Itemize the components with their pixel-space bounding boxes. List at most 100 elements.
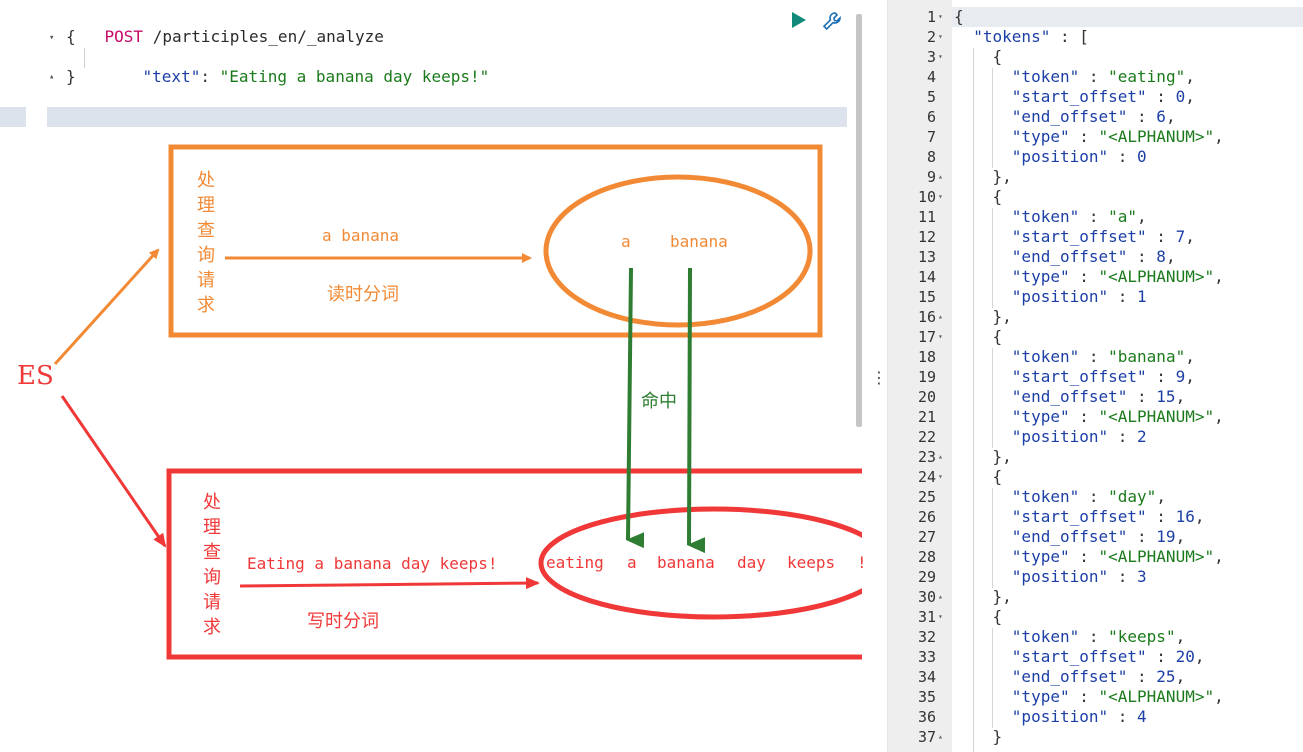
play-icon[interactable]	[790, 11, 808, 29]
fold-open-icon[interactable]: ▾	[938, 472, 943, 481]
line-number: 14	[917, 268, 936, 286]
line-number: 31	[917, 608, 936, 626]
write-request-char: 处	[203, 492, 221, 513]
response-line: "type" : "<ALPHANUM>",	[1011, 407, 1224, 426]
request-body-key: "text"	[142, 67, 201, 86]
fold-close-icon[interactable]: ▴	[938, 732, 943, 741]
wrench-icon[interactable]	[821, 10, 843, 32]
fold-close-icon[interactable]: ▴	[938, 452, 943, 461]
line-number: 37	[917, 728, 936, 746]
response-line: "start_offset" : 20,	[1011, 647, 1205, 666]
query-request-label: 处理查询请求	[197, 168, 217, 318]
response-line: "type" : "<ALPHANUM>",	[1011, 687, 1224, 706]
line-number: 27	[917, 528, 936, 546]
response-line: "start_offset" : 9,	[1011, 367, 1195, 386]
query-request-char: 理	[197, 195, 215, 216]
line-number: 22	[917, 428, 936, 446]
line-number: 8	[926, 148, 936, 166]
hit-arrow-banana	[687, 267, 706, 554]
response-line: },	[954, 307, 1012, 326]
response-line: "token" : "keeps",	[1011, 627, 1186, 646]
line-number: 20	[917, 388, 936, 406]
response-line: {	[954, 187, 1003, 206]
query-request-char: 请	[197, 270, 215, 291]
line-number: 32	[917, 628, 936, 646]
line-number: 12	[917, 228, 936, 246]
query-box	[168, 144, 823, 338]
line-number: 26	[917, 508, 936, 526]
response-line: }	[954, 727, 1003, 746]
request-path: /participles_en/_analyze	[152, 27, 384, 46]
request-line-body[interactable]: "text": "Eating a banana day keeps!"	[104, 47, 490, 107]
es-to-query-arrow	[53, 248, 160, 366]
write-box	[166, 468, 862, 660]
fold-open-icon[interactable]: ▾	[938, 192, 943, 201]
line-number: 13	[917, 248, 936, 266]
response-line: },	[954, 587, 1012, 606]
request-separator-left	[0, 107, 26, 127]
response-line: "start_offset" : 7,	[1011, 227, 1195, 246]
query-request-char: 查	[197, 220, 215, 241]
write-request-char: 询	[203, 567, 221, 588]
write-arrow	[239, 577, 540, 590]
response-panel[interactable]: 1▾{2▾ "tokens" : [3▾ {4 "token" : "eatin…	[887, 0, 1303, 752]
query-request-char: 处	[197, 170, 215, 191]
editor-scrollbar[interactable]	[856, 14, 862, 427]
response-line: "end_offset" : 19,	[1011, 527, 1186, 546]
line-number: 23	[917, 448, 936, 466]
fold-open-icon[interactable]: ▾	[938, 52, 943, 61]
response-line: "token" : "a",	[1011, 207, 1147, 226]
line-number: 21	[917, 408, 936, 426]
response-line: "position" : 4	[1011, 707, 1147, 726]
response-gutter	[888, 0, 952, 752]
indent-guide-obj3	[992, 348, 993, 448]
response-line: "end_offset" : 8,	[1011, 247, 1176, 266]
line-number: 29	[917, 568, 936, 586]
indent-guide	[84, 48, 85, 68]
write-token-exclaim: !	[857, 553, 867, 572]
request-close-brace: }	[66, 67, 76, 86]
response-line: {	[954, 607, 1003, 626]
line-number: 4	[926, 68, 936, 86]
hit-arrow-a	[626, 267, 645, 549]
fold-close-icon[interactable]: ▴	[938, 592, 943, 601]
request-method: POST	[104, 27, 144, 46]
response-line: "end_offset" : 15,	[1011, 387, 1186, 406]
fold-close-icon[interactable]: ▴	[49, 72, 55, 82]
vertical-dots-icon[interactable]: ⋮	[871, 368, 887, 387]
response-line: },	[954, 447, 1012, 466]
response-line: "position" : 3	[1011, 567, 1147, 586]
response-line: {	[954, 327, 1003, 346]
fold-close-icon[interactable]: ▴	[938, 312, 943, 321]
hit-label: 命中	[641, 391, 677, 412]
response-line: "position" : 0	[1011, 147, 1147, 166]
fold-open-icon[interactable]: ▾	[938, 332, 943, 341]
write-caption: 写时分词	[307, 611, 379, 632]
write-token-eating: eating	[546, 553, 604, 572]
indent-guide-obj2	[992, 208, 993, 308]
line-number: 5	[926, 88, 936, 106]
response-line: },	[954, 167, 1012, 186]
fold-close-icon[interactable]: ▴	[938, 172, 943, 181]
response-line: "tokens" : [	[973, 27, 1089, 46]
fold-open-icon[interactable]: ▾	[938, 12, 943, 21]
request-separator	[47, 107, 847, 127]
write-token-keeps: keeps	[787, 553, 836, 572]
request-line-1[interactable]: POST /participles_en/_analyze	[66, 7, 384, 67]
fold-open-icon[interactable]: ▾	[938, 32, 943, 41]
response-line: "type" : "<ALPHANUM>",	[1011, 547, 1224, 566]
indent-guide-1	[973, 48, 974, 752]
es-to-write-arrow	[60, 395, 167, 548]
line-number: 11	[917, 208, 936, 226]
fold-open-icon[interactable]: ▾	[49, 33, 55, 43]
write-token-ellipse	[538, 506, 862, 620]
fold-open-icon[interactable]: ▾	[938, 612, 943, 621]
request-editor[interactable]: POST /participles_en/_analyze ▾ { "text"…	[0, 0, 862, 752]
query-request-char: 求	[197, 295, 215, 316]
active-line-highlight	[952, 7, 1303, 27]
line-number: 3	[926, 48, 936, 66]
response-line: "type" : "<ALPHANUM>",	[1011, 127, 1224, 146]
line-number: 6	[926, 108, 936, 126]
query-input-text: a banana	[322, 226, 400, 245]
query-token-a: a	[621, 232, 631, 251]
